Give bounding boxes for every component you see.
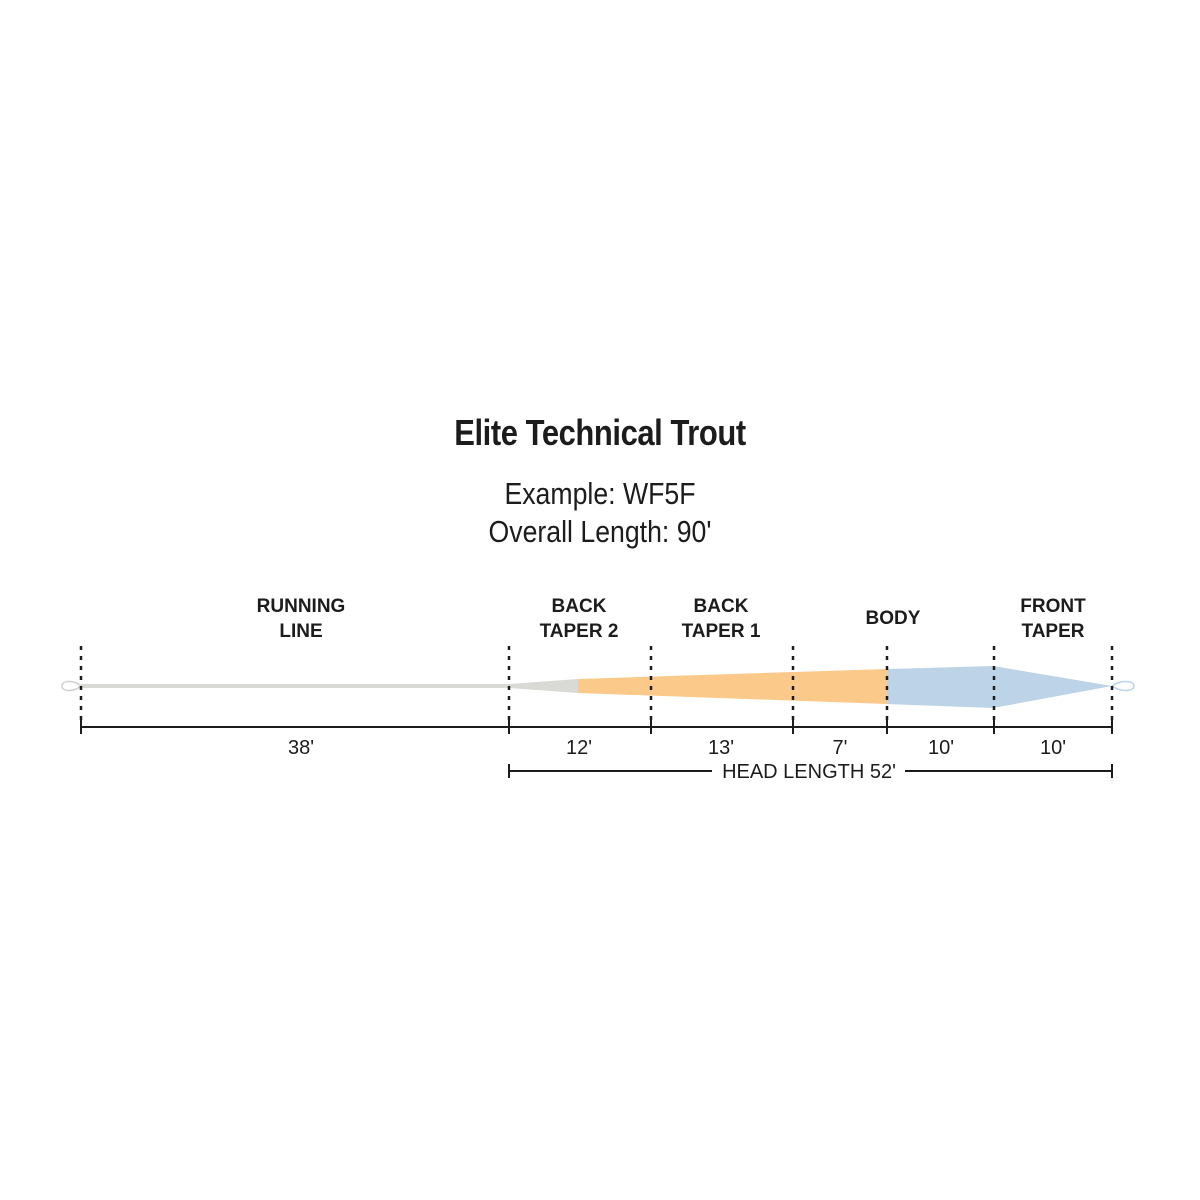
label-running-line-2: LINE xyxy=(279,621,322,642)
segment-dividers xyxy=(79,646,1114,722)
label-front-taper-2: TAPER xyxy=(1022,621,1085,642)
diagram-title: Elite Technical Trout xyxy=(454,412,746,453)
length-front-taper: 10' xyxy=(1040,737,1066,759)
fly-line xyxy=(61,666,1135,708)
label-back-taper-2-2: TAPER 2 xyxy=(540,621,619,642)
example-line: Example: WF5F xyxy=(504,476,696,511)
back-taper-2-grey xyxy=(509,679,578,693)
head-length-line xyxy=(508,764,1113,778)
label-back-taper-2-1: BACK xyxy=(552,596,607,617)
back-taper-segment xyxy=(578,669,887,704)
dimension-line xyxy=(80,720,1113,734)
length-back-taper-1: 13' xyxy=(708,737,734,759)
front-loop-icon xyxy=(1111,680,1135,692)
label-back-taper-1-1: BACK xyxy=(694,596,749,617)
overall-length: Overall Length: 90' xyxy=(488,514,712,549)
body-front-taper-segment xyxy=(887,666,1112,708)
length-back-taper-2: 12' xyxy=(566,737,592,759)
label-back-taper-1-2: TAPER 1 xyxy=(682,621,761,642)
label-body: BODY xyxy=(866,608,921,629)
running-line-segment xyxy=(81,684,509,688)
label-front-taper-1: FRONT xyxy=(1020,596,1086,617)
rear-loop-icon xyxy=(61,680,82,692)
length-body-a: 7' xyxy=(833,737,848,759)
head-length-label: HEAD LENGTH 52' xyxy=(722,761,896,783)
length-running-line: 38' xyxy=(288,737,314,759)
length-body-b: 10' xyxy=(928,737,954,759)
label-running-line-1: RUNNING xyxy=(257,596,346,617)
